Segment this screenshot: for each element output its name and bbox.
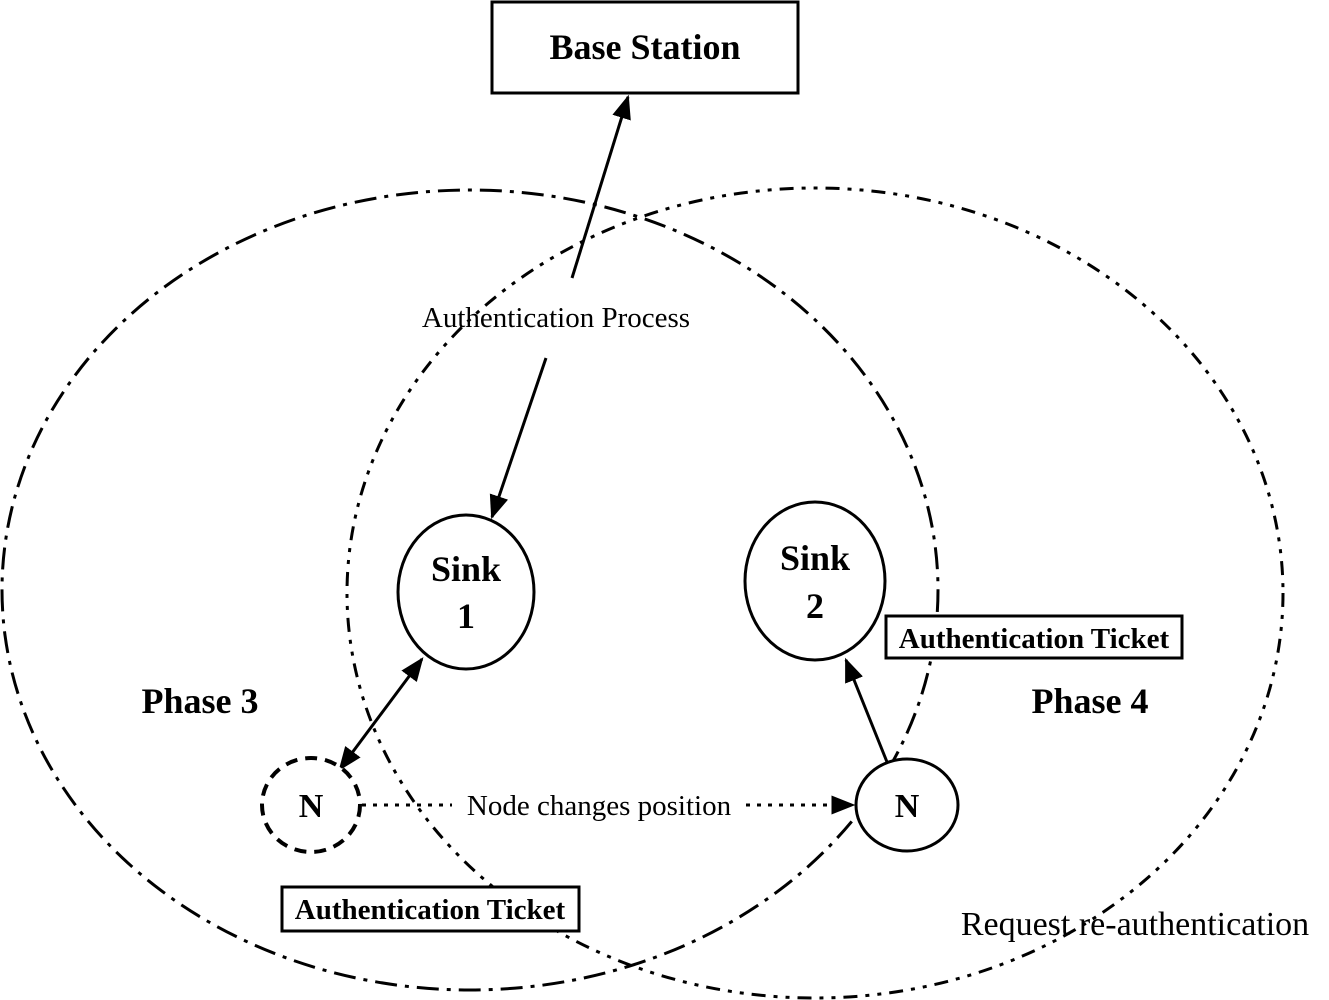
sink1-node-bidirectional-arrow: [338, 657, 424, 771]
auth-process-arrow-down: [489, 357, 548, 520]
base-station-label: Base Station: [549, 27, 740, 67]
ticket-phase3-label: Authentication Ticket: [295, 894, 566, 926]
node-to-sink2-arrow: [844, 657, 889, 763]
node-new-position-circle: [854, 757, 960, 853]
sink1-label-line2: 1: [457, 596, 475, 636]
sink1-label-line1: Sink: [431, 549, 501, 589]
ticket-phase4-box: [884, 614, 1184, 660]
ticket-phase3-box: [280, 885, 581, 933]
phase3-region-ellipse: [0, 188, 940, 992]
phase3-label: Phase 3: [142, 681, 259, 721]
ticket-phase4-label: Authentication Ticket: [899, 623, 1170, 655]
node-old-position-circle: [260, 756, 362, 854]
request-reauth-label: Request re-authentication: [961, 906, 1309, 943]
sink2-circle: [743, 500, 887, 662]
sink1-circle: [396, 513, 536, 671]
sink2-label-line1: Sink: [780, 538, 850, 578]
auth-process-arrow-up: [570, 94, 631, 279]
node-changes-position-label: Node changes position: [467, 790, 732, 822]
phase4-region-ellipse: [345, 186, 1285, 1000]
node-new-label: N: [895, 788, 920, 825]
sink2-label-line2: 2: [806, 586, 824, 626]
base-station-box: [490, 0, 800, 95]
authentication-process-label: Authentication Process: [422, 302, 690, 334]
node-old-label: N: [299, 788, 324, 825]
phase4-label: Phase 4: [1032, 681, 1149, 721]
